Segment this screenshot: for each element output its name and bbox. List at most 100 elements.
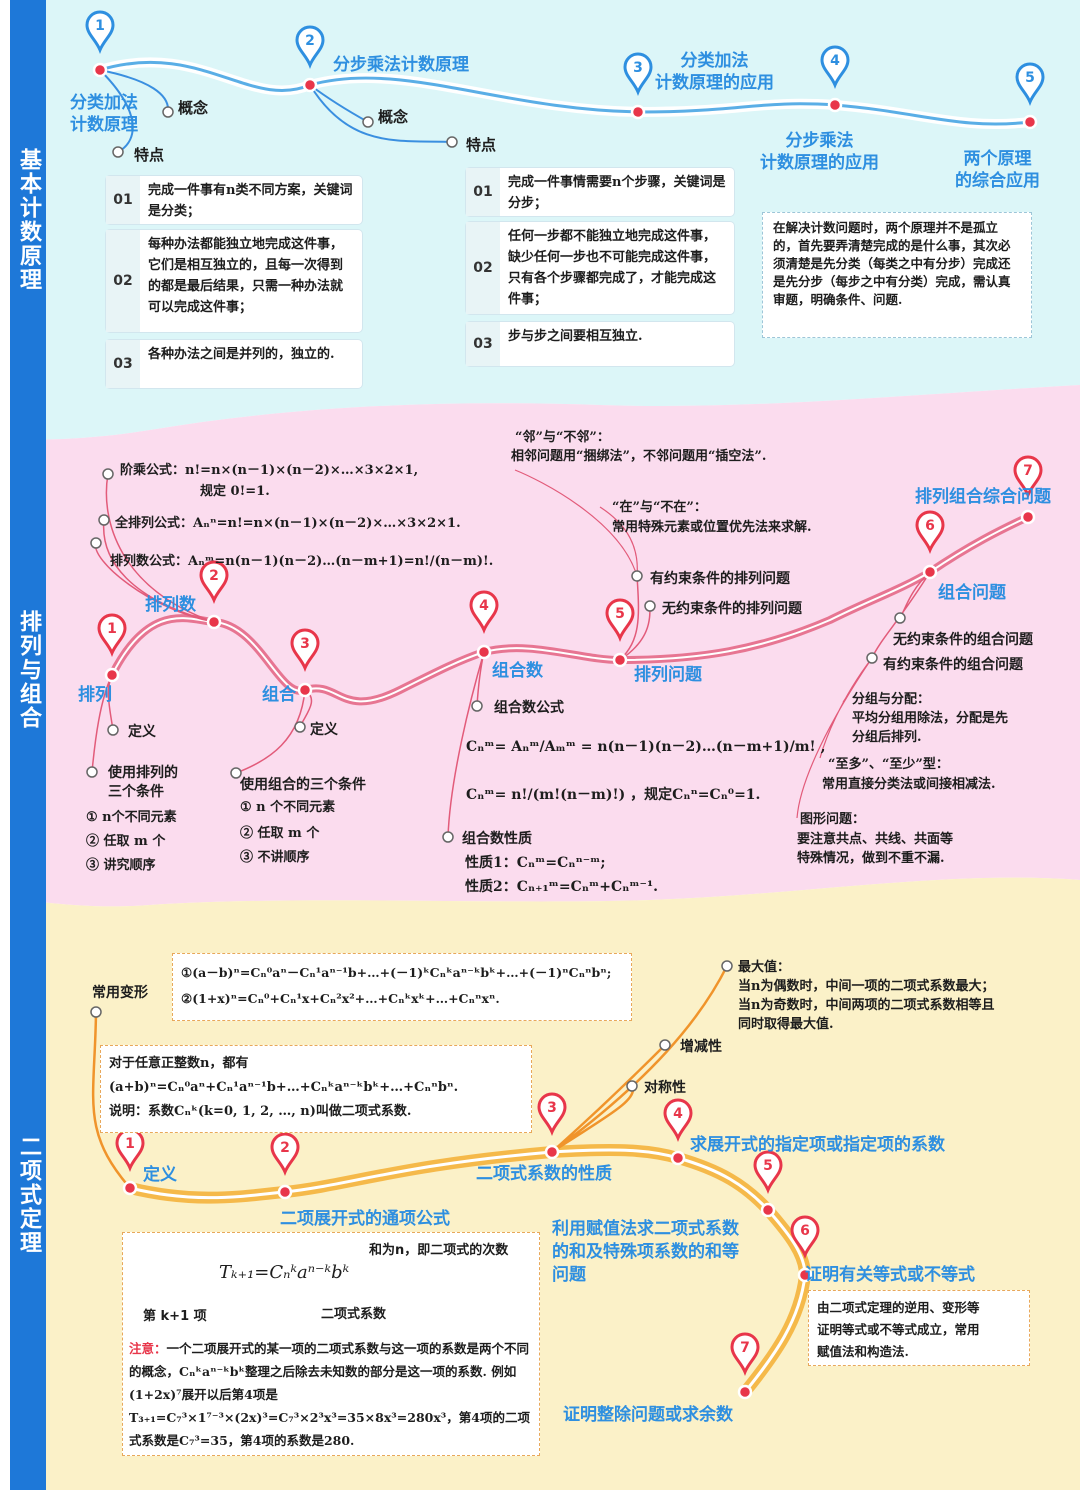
pailie-wenti-title: 排列问题 bbox=[634, 665, 702, 685]
tuxing-title: 图形问题： bbox=[800, 812, 866, 827]
changyong-label: 常用变形 bbox=[92, 985, 148, 1001]
max-odd-2: 同时取得最大值. bbox=[738, 1017, 834, 1032]
qiuzhan-title: 求展开式的指定项或指定项的系数 bbox=[690, 1135, 945, 1155]
he-n-label: 和为n，即二项式的次数 bbox=[369, 1243, 509, 1258]
add-app-title: 分类加法 计数原理的应用 bbox=[655, 51, 774, 93]
add-feature-row-text: 每种办法都能独立地完成这件事，它们是相互独立的，且每一次得到的都是最后结果，只需… bbox=[148, 237, 344, 315]
pailieshu-title: 排列数 bbox=[145, 595, 196, 615]
you-pailie: 有约束条件的排列问题 bbox=[650, 571, 790, 587]
add-feature-row-text: 完成一件事有n类不同方案，关键词是分类； bbox=[148, 183, 353, 219]
zhengming-title: 证明有关等式或不等式 bbox=[805, 1265, 975, 1285]
zhuyi-label: 注意： bbox=[129, 1341, 167, 1356]
zuhe-prop-label: 组合数性质 bbox=[462, 831, 532, 847]
zuhe-wenti-title: 组合问题 bbox=[938, 583, 1006, 603]
add-feature-row-number: 01 bbox=[106, 176, 140, 224]
section1-title: 基本计数原理 bbox=[16, 148, 41, 292]
pailie-cond-3: ③ 讲究顺序 bbox=[86, 858, 156, 873]
zuhe-cond-1: ① n 个不同元素 bbox=[240, 800, 336, 815]
zuhe-cond-2: ② 任取 m 个 bbox=[240, 826, 320, 841]
factorial-formula: n!=n×(n－1)×(n－2)×…×3×2×1, bbox=[185, 463, 419, 478]
pailie-def: 定义 bbox=[128, 724, 156, 740]
variant-box: ①(a－b)ⁿ=Cₙ⁰aⁿ－Cₙ¹aⁿ⁻¹b+…+(－1)ᵏCₙᵏaⁿ⁻ᵏbᵏ+… bbox=[172, 953, 632, 1021]
fenzu-desc2: 分组后排列. bbox=[852, 730, 922, 745]
mul-feature-row-text: 步与步之间要相互独立. bbox=[508, 329, 643, 344]
def-line-1: 对于任意正整数n，都有 bbox=[109, 1056, 249, 1071]
variant-1: ①(a－b)ⁿ=Cₙ⁰aⁿ－Cₙ¹aⁿ⁻¹b+…+(－1)ᵏCₙᵏaⁿ⁻ᵏbᵏ+… bbox=[181, 965, 612, 980]
dingyi-title: 定义 bbox=[143, 1165, 177, 1185]
factorial-zero: 规定 0!=1. bbox=[200, 484, 270, 499]
zai-desc: 常用特殊元素或位置优先法来求解. bbox=[612, 520, 812, 535]
zuhe-prop-2: 性质2：Cₙ₊₁ᵐ=Cₙᵐ+Cₙᵐ⁻¹. bbox=[465, 879, 658, 895]
add-feature-row-text: 各种办法之间是并列的，独立的. bbox=[148, 347, 335, 362]
section2-bg bbox=[10, 385, 1080, 907]
max-odd: 当n为奇数时，中间两项的二项式系数相等且 bbox=[738, 998, 995, 1013]
mul-feature-row-text: 任何一步都不能独立地完成这件事，缺少任何一步也不可能完成这件事，只有各个步骤都完… bbox=[508, 229, 717, 307]
section3-tab[interactable]: 二项式定理 bbox=[10, 900, 46, 1490]
add-feature-row-number: 03 bbox=[106, 340, 140, 388]
zuhe-formula-2: Cₙᵐ= n!/(m!(n－m)!) ，规定Cₙⁿ=Cₙ⁰=1. bbox=[466, 787, 761, 803]
mul-feature-row-number: 01 bbox=[466, 168, 500, 216]
zai-title: “在”与“不在”： bbox=[612, 500, 707, 515]
zuhe-formula-1: Cₙᵐ= Aₙᵐ/Aₘᵐ = n(n－1)(n－2)…(n－m+1)/m! , bbox=[466, 739, 826, 755]
lin-title: “邻”与“不邻”： bbox=[515, 430, 610, 445]
pailie-conditions-title: 使用排列的 三个条件 bbox=[108, 765, 178, 800]
mul-feature-row-text: 完成一件事情需要n个步骤，关键词是分步； bbox=[508, 175, 726, 211]
pailie-cond-2: ② 任取 m 个 bbox=[86, 834, 166, 849]
you-zuhe: 有约束条件的组合问题 bbox=[883, 657, 1023, 673]
factorial-label: 阶乘公式： bbox=[120, 463, 186, 478]
zuhe-cond-3: ③ 不讲顺序 bbox=[240, 850, 310, 865]
definition-box: 对于任意正整数n，都有 (a+b)ⁿ=Cₙ⁰aⁿ+Cₙ¹aⁿ⁻¹b+…+Cₙᵏa… bbox=[100, 1045, 532, 1133]
section3-title: 二项式定理 bbox=[16, 1135, 41, 1255]
perm-formula: Aₙᵐ=n(n－1)(n－2)…(n－m+1)=n!/(n－m)!. bbox=[188, 554, 494, 569]
mul-app-title: 分步乘法 计数原理的应用 bbox=[760, 131, 879, 173]
zhiduo-title: “至多”、“至少”型： bbox=[828, 757, 949, 772]
zhiduo-desc: 常用直接分类法或间接相减法. bbox=[822, 777, 996, 792]
combined-app-title: 两个原理 的综合应用 bbox=[955, 149, 1040, 191]
zengjian-label: 增减性 bbox=[680, 1039, 722, 1055]
feature-label-2: 特点 bbox=[466, 136, 497, 154]
duicheng-label: 对称性 bbox=[644, 1080, 686, 1096]
zhuyi-text: 一个二项展开式的某一项的二项式系数与这一项的系数是两个不同的概念，Cₙᵏaⁿ⁻ᵏ… bbox=[129, 1341, 530, 1448]
section1-tab[interactable]: 基本计数原理 bbox=[10, 0, 46, 440]
zuhe-formula-label: 组合数公式 bbox=[494, 700, 564, 716]
mul-feature-row-number: 02 bbox=[466, 222, 500, 314]
tongxiang-title: 二项展开式的通项公式 bbox=[280, 1209, 450, 1229]
add-feature-row-number: 02 bbox=[106, 230, 140, 332]
tuxing-desc1: 要注意共点、共线、共面等 bbox=[797, 832, 954, 847]
concept-label-1: 概念 bbox=[178, 99, 209, 117]
tongxiang-box: Tₖ₊₁=Cₙᵏaⁿ⁻ᵏbᵏ 和为n，即二项式的次数 第 k+1 项 二项式系数… bbox=[122, 1232, 540, 1456]
section2-tab[interactable]: 排列与组合 bbox=[10, 440, 46, 900]
fenzu-desc1: 平均分组用除法，分配是先 bbox=[852, 711, 1009, 726]
full-perm-label: 全排列公式： bbox=[115, 516, 194, 531]
tuxing-desc2: 特殊情况，做到不重不漏. bbox=[797, 851, 945, 866]
zuheshu-title: 组合数 bbox=[492, 661, 543, 681]
full-perm-formula: Aₙⁿ=n!=n×(n－1)×(n－2)×…×3×2×1. bbox=[193, 516, 461, 531]
feature-label-1: 特点 bbox=[134, 146, 165, 164]
def-line-2: (a+b)ⁿ=Cₙ⁰aⁿ+Cₙ¹aⁿ⁻¹b+…+Cₙᵏaⁿ⁻ᵏbᵏ+…+Cₙⁿb… bbox=[109, 1080, 459, 1095]
variant-2: ②(1+x)ⁿ=Cₙ⁰+Cₙ¹x+Cₙ²x²+…+Cₙᵏxᵏ+…+Cₙⁿxⁿ. bbox=[181, 991, 500, 1006]
zuhe-conditions-title: 使用组合的三个条件 bbox=[240, 777, 366, 793]
max-title: 最大值： bbox=[738, 960, 791, 975]
wu-zuhe: 无约束条件的组合问题 bbox=[893, 632, 1033, 648]
zuhe-def: 定义 bbox=[310, 722, 338, 738]
zuhe-title: 组合 bbox=[262, 685, 296, 705]
xishu-title: 二项式系数的性质 bbox=[476, 1164, 612, 1184]
mul-feature-row-number: 03 bbox=[466, 322, 500, 366]
principle-note: 在解决计数问题时，两个原理并不是孤立的，首先要弄清楚完成的是什么事，其次必须清楚… bbox=[762, 212, 1032, 338]
perm-label: 排列数公式： bbox=[110, 554, 189, 569]
zonghe-title: 排列组合综合问题 bbox=[915, 487, 1051, 507]
def-line-3: 说明：系数Cₙᵏ(k=0, 1, 2, …, n)叫做二项式系数. bbox=[109, 1104, 412, 1119]
zhengming-box: 由二项式定理的逆用、变形等 证明等式或不等式成立，常用 赋值法和构造法. bbox=[808, 1290, 1030, 1366]
pailie-cond-1: ① n个不同元素 bbox=[86, 810, 177, 825]
wu-pailie: 无约束条件的排列问题 bbox=[662, 601, 802, 617]
tk-formula: Tₖ₊₁=Cₙᵏaⁿ⁻ᵏbᵏ bbox=[219, 1262, 350, 1283]
add-principle-title: 分类加法 计数原理 bbox=[70, 93, 138, 135]
fenzu-title: 分组与分配： bbox=[852, 692, 931, 707]
max-even: 当n为偶数时，中间一项的二项式系数最大； bbox=[738, 979, 995, 994]
section2-title: 排列与组合 bbox=[16, 610, 41, 730]
